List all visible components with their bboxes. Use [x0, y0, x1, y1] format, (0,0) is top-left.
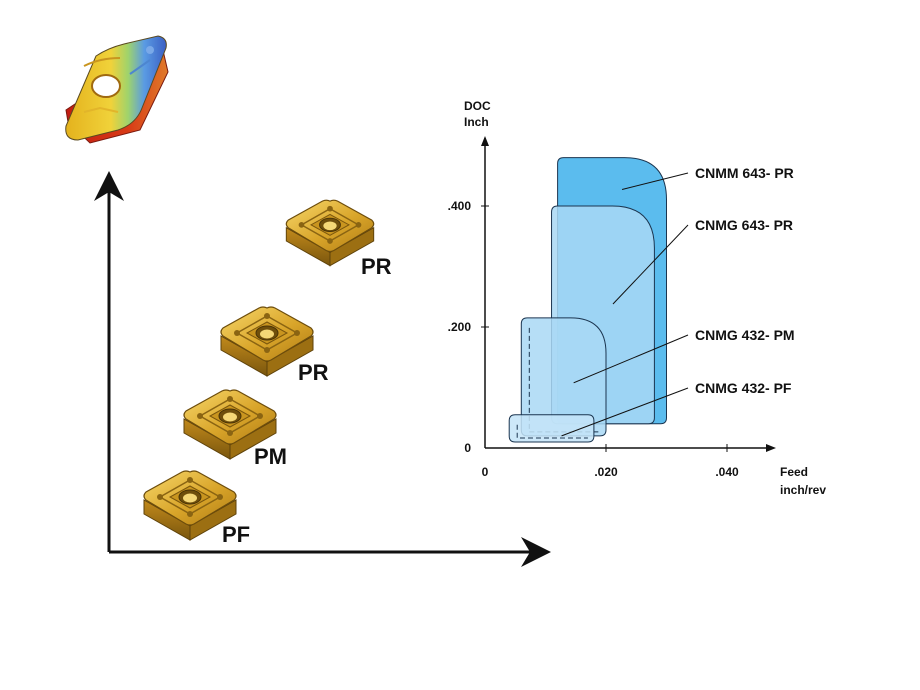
insert-label-pr-middle: PR — [298, 360, 329, 385]
series-label-3: CNMG 432- PF — [695, 380, 792, 396]
region-dashed-outline-3 — [516, 424, 588, 439]
y-tick-label-0: 0 — [464, 441, 471, 455]
x-axis-label-line2: inch/rev — [780, 483, 826, 497]
y-tick-label-1: .200 — [448, 320, 472, 334]
x-tick-label-2: .040 — [715, 465, 739, 479]
insert-pm: PM — [183, 389, 287, 469]
y-tick-label-2: .400 — [448, 199, 472, 213]
leader-line-1 — [612, 224, 689, 305]
x-axis-arrowhead — [766, 444, 776, 452]
series-label-1: CNMG 643- PR — [695, 217, 793, 233]
region-3 — [508, 414, 595, 443]
x-tick-label-1: .020 — [594, 465, 618, 479]
insert-pr-top: PR — [285, 199, 392, 279]
y-axis-arrowhead — [481, 136, 489, 146]
series-leader-lines — [561, 172, 689, 437]
leader-line-2 — [573, 334, 689, 384]
series-label-0: CNMM 643- PR — [695, 165, 794, 181]
insert-label-pf: PF — [222, 522, 250, 547]
dnmg-insert-heatmap-icon — [65, 35, 169, 144]
insert-pr-middle: PR — [220, 306, 329, 385]
insert-label-pr-top: PR — [361, 254, 392, 279]
chart-axes — [481, 136, 776, 452]
x-axis-label-line1: Feed — [780, 465, 808, 479]
series-label-2: CNMG 432- PM — [695, 327, 795, 343]
x-tick-label-0: 0 — [482, 465, 489, 479]
chart-ticks: 0 .200 .400 0 .020 .040 — [448, 199, 739, 479]
leader-line-0 — [621, 172, 689, 191]
y-axis-label-line1: DOC — [464, 99, 491, 113]
insert-label-pm: PM — [254, 444, 287, 469]
doc-feed-chart: 0 .200 .400 0 .020 .040 CNMM 643- PR CNMG 643-… — [448, 99, 827, 497]
region-dashed-outline-2 — [528, 327, 600, 433]
insert-pf: PF — [143, 470, 250, 547]
leader-line-3 — [561, 387, 689, 437]
series-labels: CNMM 643- PR CNMG 643- PR CNMG 432- PM CNMG… — [695, 165, 795, 396]
application-regions — [508, 157, 667, 443]
y-axis-label-line2: Inch — [464, 115, 489, 129]
region-2 — [520, 317, 607, 437]
